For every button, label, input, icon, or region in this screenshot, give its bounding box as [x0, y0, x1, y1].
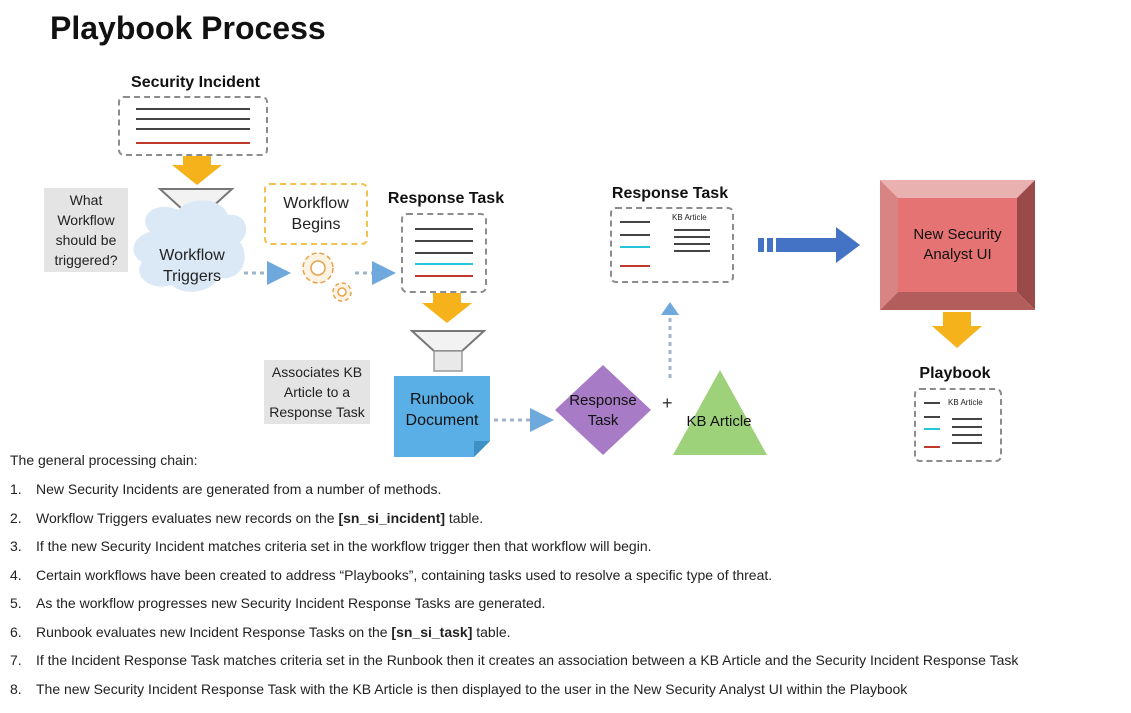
step-item: 2. Workflow Triggers evaluates new record…	[10, 508, 1110, 537]
runbook-document-shape	[394, 376, 490, 457]
security-incident-doc	[118, 96, 268, 156]
step-table-name: [sn_si_incident]	[338, 509, 446, 526]
response-task-doc-2: KB Article	[610, 207, 734, 283]
step-item: 7. If the Incident Response Task matches …	[10, 650, 1110, 679]
response-task-label-2: Response Task	[611, 185, 729, 202]
step-text: Certain workflows have been created to a…	[36, 566, 773, 583]
kb-article-small-label: KB Article	[672, 213, 707, 222]
response-task-label-1: Response Task	[387, 190, 505, 207]
playbook-kb-article-label: KB Article	[948, 398, 983, 407]
kb-article-triangle-label: KB Article	[686, 413, 752, 430]
step-text-end: table.	[445, 509, 484, 526]
step-text-end: table.	[472, 623, 511, 640]
step-text: Workflow Triggers evaluates new records …	[36, 509, 339, 526]
step-number: 2.	[10, 509, 22, 526]
step-item: 5. As the workflow progresses new Securit…	[10, 593, 1110, 622]
arrow-down-response	[422, 291, 472, 323]
step-number: 6.	[10, 623, 22, 640]
workflow-triggers-cloud	[133, 200, 247, 292]
security-incident-label: Security Incident	[131, 74, 260, 91]
step-item: 1. New Security Incidents are generated f…	[10, 479, 1110, 508]
step-table-name: [sn_si_task]	[391, 623, 473, 640]
security-analyst-ui-box	[880, 180, 1035, 310]
page-title: Playbook Process	[50, 10, 326, 46]
arrow-down-incident	[172, 153, 222, 185]
playbook-doc: KB Article	[914, 388, 1002, 462]
arrow-right-to-ui	[758, 227, 860, 263]
callout-what-workflow: What Workflow should be triggered?	[44, 188, 128, 272]
step-text: As the workflow progresses new Security …	[36, 595, 546, 611]
runbook-document-label: Runbook Document	[405, 391, 479, 429]
playbook-label: Playbook	[919, 365, 991, 382]
arrow-down-playbook	[932, 312, 982, 348]
step-text: New Security Incidents are generated fro…	[36, 481, 442, 497]
response-task-diamond-shape	[555, 365, 651, 455]
steps-intro: The general processing chain:	[10, 452, 198, 468]
step-number: 5.	[10, 595, 22, 611]
kb-article-triangle-shape	[673, 370, 767, 455]
step-text: If the Incident Response Task matches cr…	[36, 652, 1019, 668]
workflow-triggers-label: Workflow Triggers	[159, 247, 225, 285]
new-security-analyst-ui-label: New Security Analyst UI	[913, 226, 1002, 263]
response-task-diamond-label: Response Task	[569, 392, 637, 429]
step-item: 8. The new Security Incident Response Tas…	[10, 679, 1110, 708]
workflow-begins-box: Workflow Begins	[264, 183, 368, 245]
step-number: 8.	[10, 680, 22, 697]
funnel-icon-2	[409, 330, 487, 372]
step-number: 4.	[10, 566, 22, 583]
step-number: 3.	[10, 538, 22, 554]
step-item: 3. If the new Security Incident matches c…	[10, 536, 1110, 565]
callout-associates-kb: Associates KB Article to a Response Task	[264, 360, 370, 424]
step-number: 1.	[10, 481, 22, 497]
step-item: 6. Runbook evaluates new Incident Respons…	[10, 622, 1110, 651]
step-text: Runbook evaluates new Incident Response …	[36, 623, 392, 640]
gears-icon	[302, 252, 352, 302]
step-item: 4. Certain workflows have been created to…	[10, 565, 1110, 594]
step-text: The new Security Incident Response Task …	[36, 680, 908, 697]
step-number: 7.	[10, 652, 22, 668]
step-text: If the new Security Incident matches cri…	[36, 538, 652, 554]
response-task-doc-1	[401, 213, 487, 293]
processing-steps: The general processing chain: 1. New Secu…	[10, 452, 1110, 707]
plus-sign: +	[662, 393, 673, 413]
